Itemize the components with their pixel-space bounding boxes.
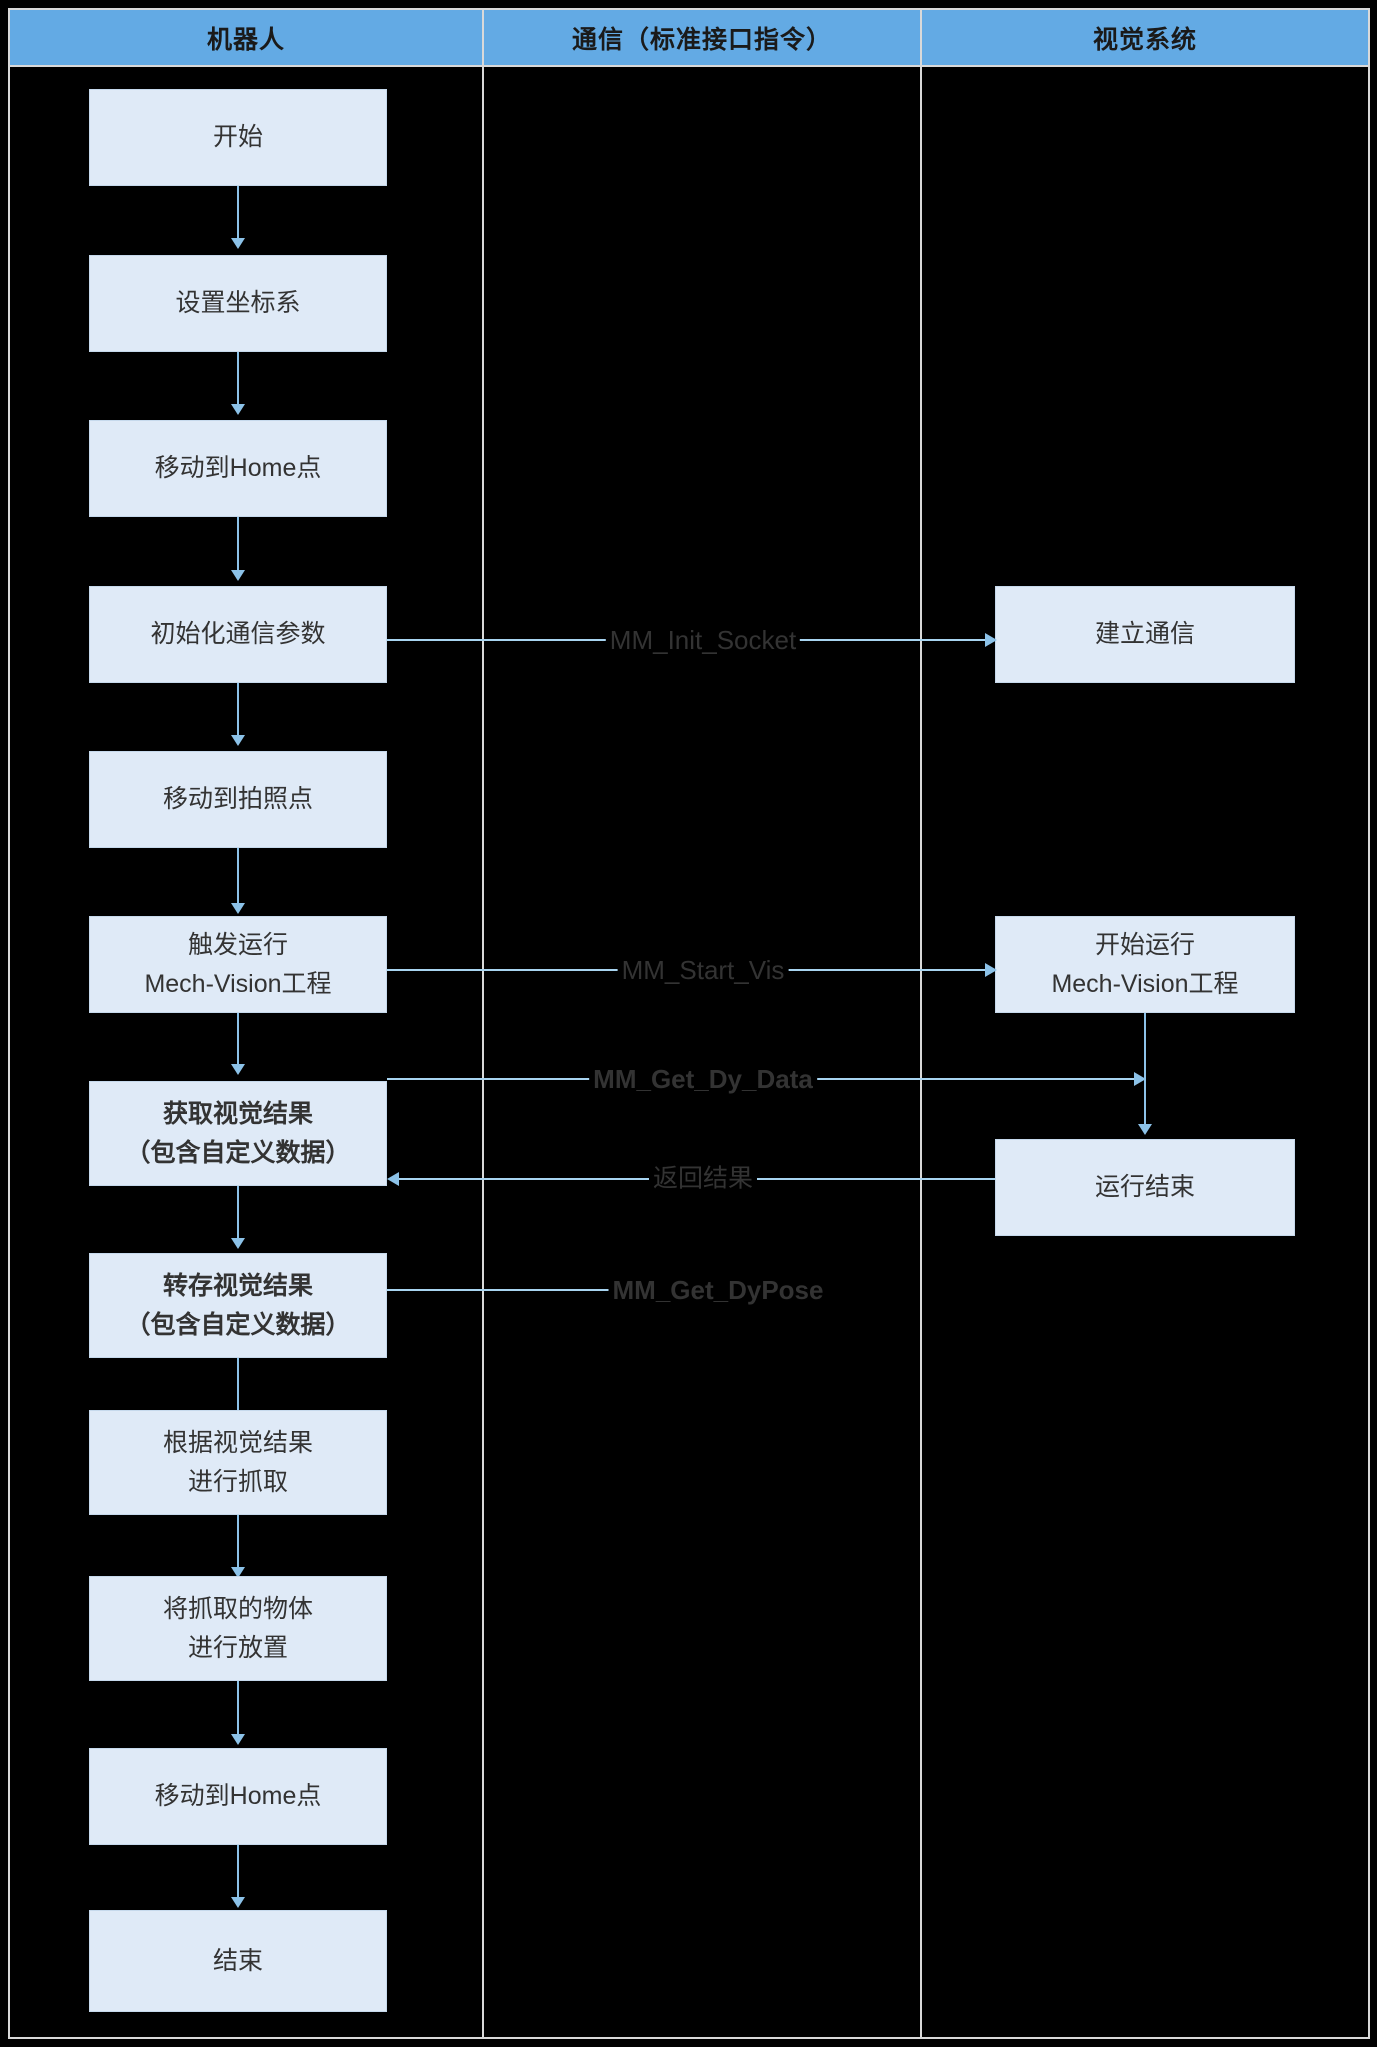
node-vision-run-finished-line-0: 运行结束 [1094, 1173, 1195, 1202]
message-label-get-dypose: MM_Get_DyPose [608, 1277, 828, 1303]
node-pick-by-vision-result-line-0: 根据视觉结果 [162, 1428, 313, 1457]
arrowhead-place-to-home2 [231, 1734, 245, 1745]
connector-store-result-to-pick [237, 1358, 239, 1414]
connector-home2-to-end [237, 1845, 239, 1901]
node-set-coordinate-frame: 设置坐标系 [89, 255, 387, 352]
message-label-get-dy-data: MM_Get_Dy_Data [589, 1066, 817, 1092]
node-trigger-mech-vision-line-1: Mech-Vision工程 [144, 969, 332, 998]
connector-capture-to-trigger [237, 848, 239, 906]
message-label-init-socket: MM_Init_Socket [605, 627, 801, 653]
arrowhead-start-to-set-frame [231, 238, 245, 249]
connector-set-frame-to-home1 [237, 352, 239, 408]
node-trigger-mech-vision-line-0: 触发运行 [187, 930, 288, 959]
arrowhead-home1-to-init-comm [231, 570, 245, 581]
node-place-picked-object-line-0: 将抓取的物体 [162, 1594, 313, 1623]
message-line-get-dypose [387, 1289, 633, 1291]
node-establish-communication-line-0: 建立通信 [1094, 620, 1195, 649]
arrowhead-return-result [387, 1172, 399, 1186]
node-set-coordinate-frame-line-0: 设置坐标系 [175, 289, 301, 318]
swimlane-frame [8, 8, 1370, 2039]
lane-header-robot: 机器人 [10, 10, 482, 65]
node-end: 结束 [89, 1910, 387, 2012]
node-place-picked-object: 将抓取的物体 进行放置 [89, 1576, 387, 1681]
arrowhead-get-result-to-store-result [231, 1238, 245, 1249]
node-get-vision-result-line-0: 获取视觉结果 [162, 1099, 313, 1128]
message-label-start-vis: MM_Start_Vis [617, 957, 789, 983]
lane-header-vision: 视觉系统 [922, 10, 1368, 65]
lane-divider-1 [482, 8, 484, 2039]
arrowhead-home2-to-end [231, 1897, 245, 1908]
arrowhead-get-dy-data [1134, 1072, 1146, 1086]
node-init-communication-params: 初始化通信参数 [89, 586, 387, 683]
lane-divider-2 [920, 8, 922, 2039]
lane-header-communication: 通信（标准接口指令） [484, 10, 920, 65]
connector-init-comm-to-capture [237, 683, 239, 739]
lane-header-separator [10, 65, 1368, 67]
node-move-to-home-1-line-0: 移动到Home点 [154, 454, 322, 483]
node-end-line-0: 结束 [212, 1946, 263, 1975]
node-move-to-home-1: 移动到Home点 [89, 420, 387, 517]
node-init-communication-params-line-0: 初始化通信参数 [150, 620, 326, 649]
node-vision-run-start-line-1: Mech-Vision工程 [1051, 969, 1239, 998]
node-place-picked-object-line-1: 进行放置 [187, 1633, 288, 1662]
node-store-vision-result-line-1: （包含自定义数据） [125, 1310, 351, 1339]
node-pick-by-vision-result-line-1: 进行抓取 [187, 1467, 288, 1496]
node-store-vision-result-line-0: 转存视觉结果 [162, 1271, 313, 1300]
node-vision-run-start-line-0: 开始运行 [1094, 930, 1195, 959]
arrowhead-start-vis [985, 963, 997, 977]
arrowhead-pick-to-place [231, 1567, 245, 1578]
connector-trigger-to-get-result [237, 1013, 239, 1068]
arrowhead-set-frame-to-home1 [231, 404, 245, 415]
connector-vision-run-to-vision-done [1144, 1013, 1146, 1128]
connector-home1-to-init-comm [237, 517, 239, 574]
node-trigger-mech-vision: 触发运行 Mech-Vision工程 [89, 916, 387, 1013]
node-move-to-capture-point-line-0: 移动到拍照点 [162, 785, 313, 814]
arrowhead-trigger-to-get-result [231, 1064, 245, 1075]
connector-get-result-to-store-result [237, 1186, 239, 1242]
node-get-vision-result-line-1: （包含自定义数据） [125, 1138, 351, 1167]
node-get-vision-result: 获取视觉结果 （包含自定义数据） [89, 1081, 387, 1186]
connector-place-to-home2 [237, 1681, 239, 1738]
node-move-to-home-2-line-0: 移动到Home点 [154, 1782, 322, 1811]
node-store-vision-result: 转存视觉结果 （包含自定义数据） [89, 1253, 387, 1358]
node-vision-run-start: 开始运行 Mech-Vision工程 [995, 916, 1295, 1013]
arrowhead-init-socket [985, 633, 997, 647]
node-start-line-0: 开始 [212, 123, 263, 152]
node-move-to-home-2: 移动到Home点 [89, 1748, 387, 1845]
message-label-return-result: 返回结果 [648, 1166, 758, 1192]
arrowhead-init-comm-to-capture [231, 735, 245, 746]
node-start: 开始 [89, 89, 387, 186]
connector-start-to-set-frame [237, 186, 239, 242]
connector-pick-to-place [237, 1515, 239, 1571]
arrowhead-vision-run-to-vision-done [1138, 1124, 1152, 1135]
node-vision-run-finished: 运行结束 [995, 1139, 1295, 1236]
arrowhead-capture-to-trigger [231, 903, 245, 914]
node-establish-communication: 建立通信 [995, 586, 1295, 683]
node-move-to-capture-point: 移动到拍照点 [89, 751, 387, 848]
node-pick-by-vision-result: 根据视觉结果 进行抓取 [89, 1410, 387, 1515]
